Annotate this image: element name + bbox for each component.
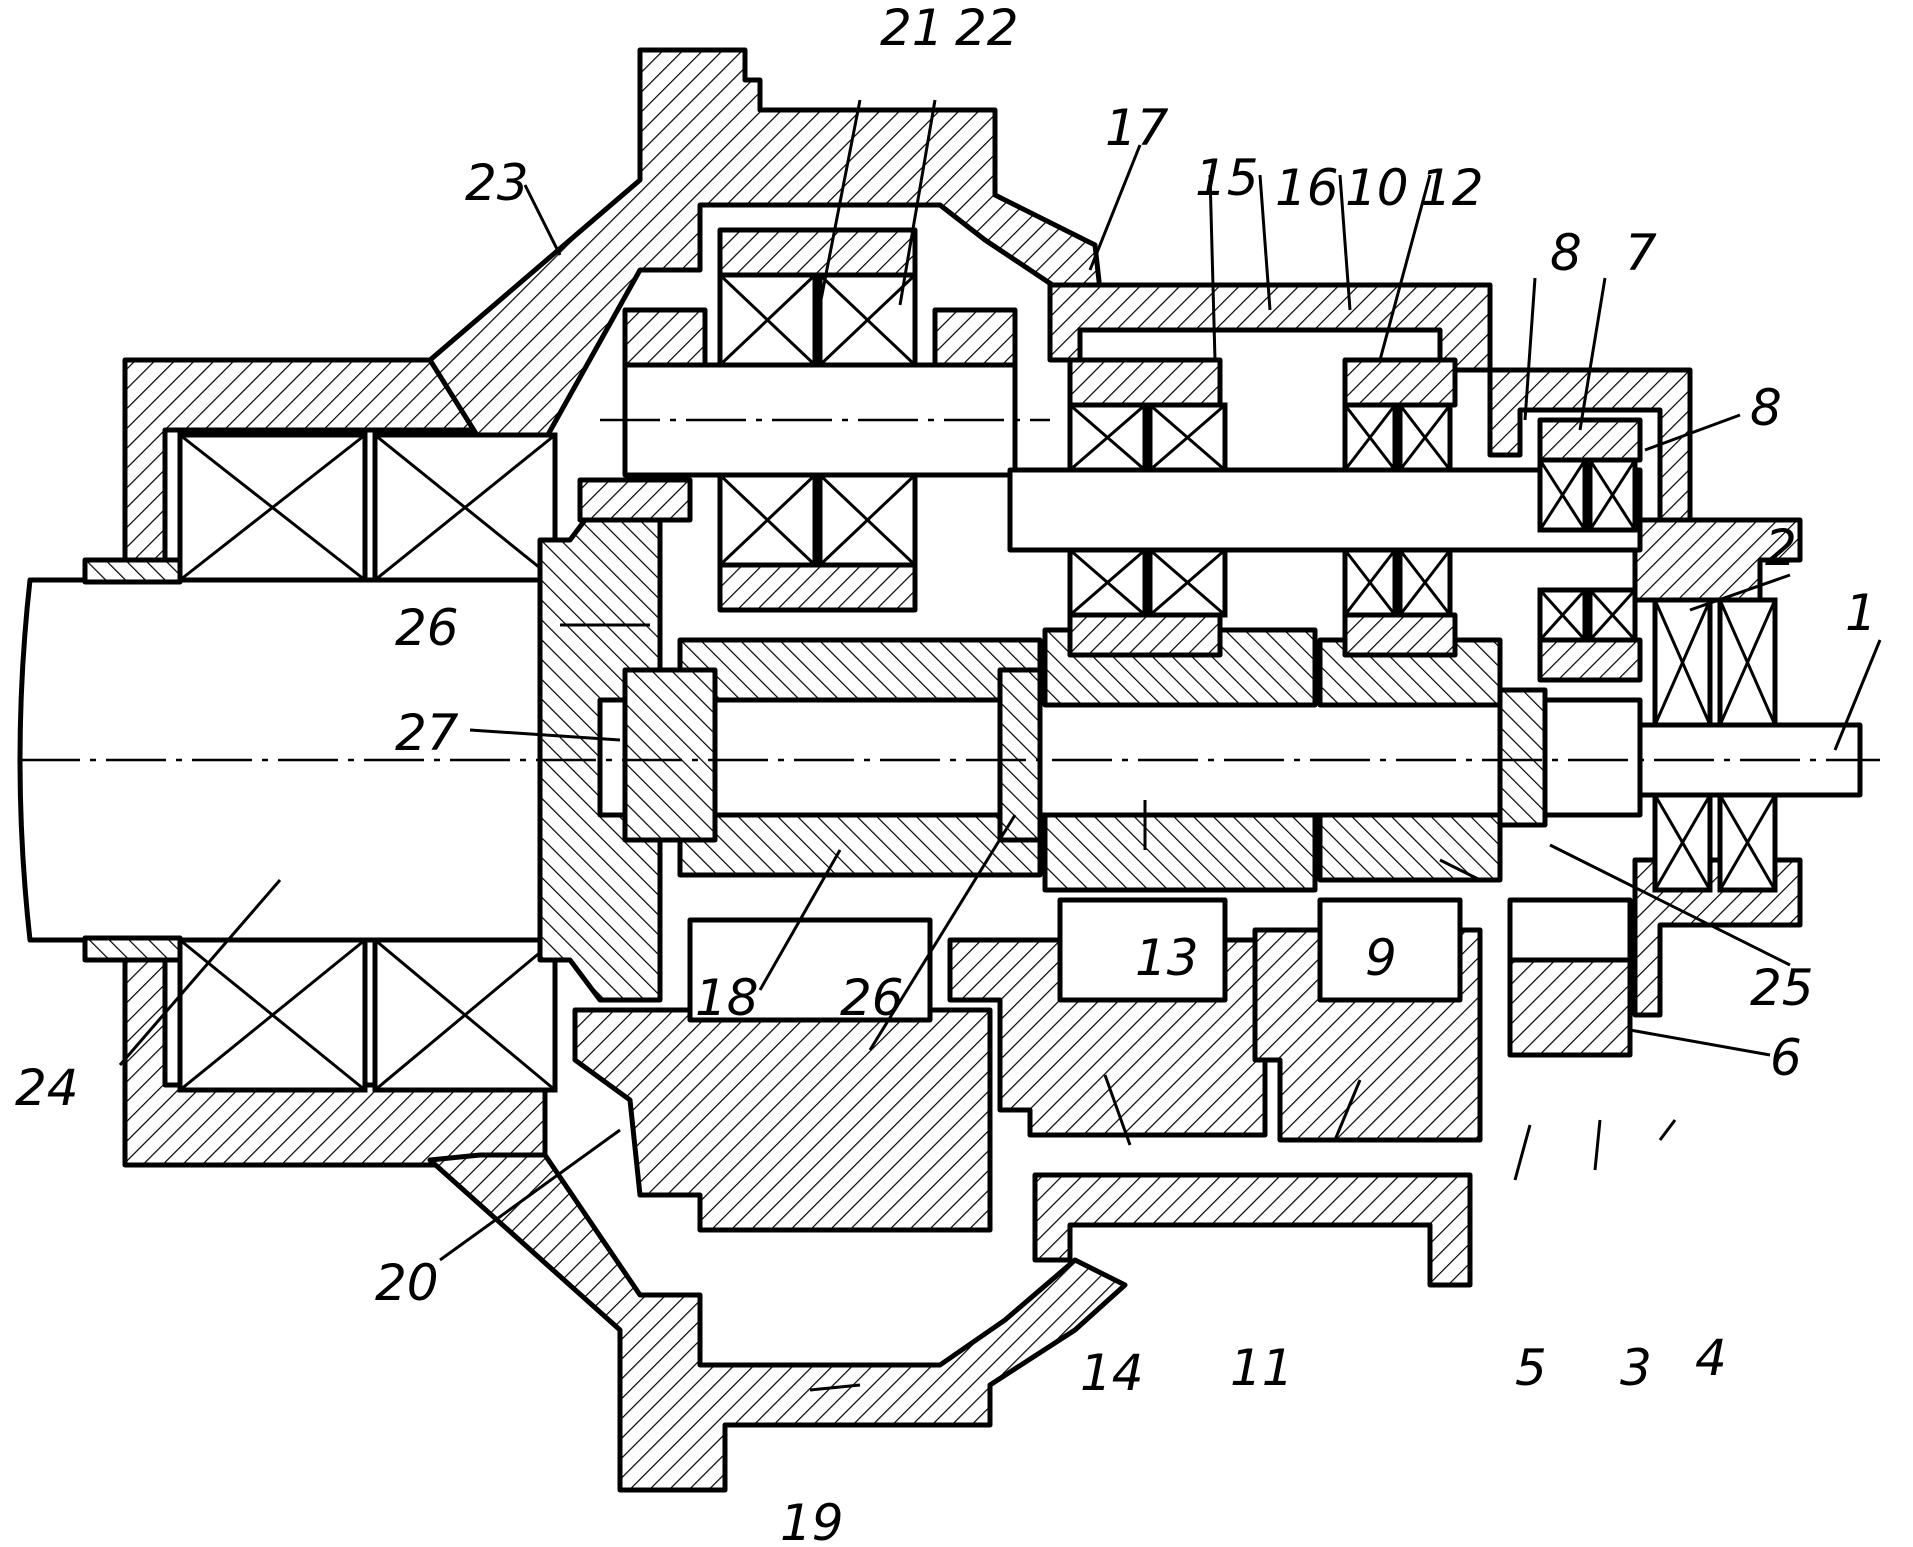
callout-16: 16 — [1275, 159, 1339, 217]
callout-12: 12 — [1420, 159, 1484, 217]
callout-20: 20 — [375, 1254, 439, 1312]
callout-6: 6 — [1770, 1029, 1802, 1087]
callout-27: 27 — [395, 704, 459, 762]
callout-21: 21 — [880, 0, 944, 57]
callout-11: 11 — [1230, 1339, 1294, 1397]
callout-7: 7 — [1625, 224, 1657, 282]
callout-19: 19 — [780, 1494, 844, 1547]
callout-8-top: 8 — [1550, 224, 1582, 282]
callout-2: 2 — [1765, 519, 1797, 577]
callout-13: 13 — [1135, 929, 1199, 987]
callout-26-upper: 26 — [395, 599, 459, 657]
output-shaft-bearings — [177, 432, 558, 1093]
callout-8-right: 8 — [1750, 379, 1782, 437]
callout-26-lower: 26 — [840, 969, 904, 1027]
callout-22: 22 — [955, 0, 1019, 57]
planet-stage-upper — [600, 227, 1050, 613]
callout-5: 5 — [1515, 1339, 1547, 1397]
callouts: 1 2 3 4 5 6 7 8 8 9 10 11 12 13 14 15 16… — [15, 0, 1877, 1547]
callout-25: 25 — [1750, 959, 1814, 1017]
callout-9: 9 — [1365, 929, 1397, 987]
callout-3: 3 — [1620, 1339, 1652, 1397]
housing — [122, 47, 1803, 1493]
callout-24: 24 — [15, 1059, 79, 1117]
planet-stage-right — [1537, 417, 1643, 683]
callout-14: 14 — [1080, 1344, 1144, 1402]
input-bearing — [1652, 597, 1778, 893]
callout-4: 4 — [1695, 1329, 1727, 1387]
callout-1: 1 — [1845, 584, 1877, 642]
callout-17: 17 — [1105, 99, 1169, 157]
callout-23: 23 — [465, 154, 529, 212]
intermediate-shaft — [1007, 357, 1643, 658]
lower-carriers — [687, 897, 1633, 1143]
callout-10: 10 — [1345, 159, 1409, 217]
callout-18: 18 — [695, 969, 759, 1027]
callout-15: 15 — [1195, 149, 1259, 207]
leader-lines — [118, 99, 1882, 1392]
